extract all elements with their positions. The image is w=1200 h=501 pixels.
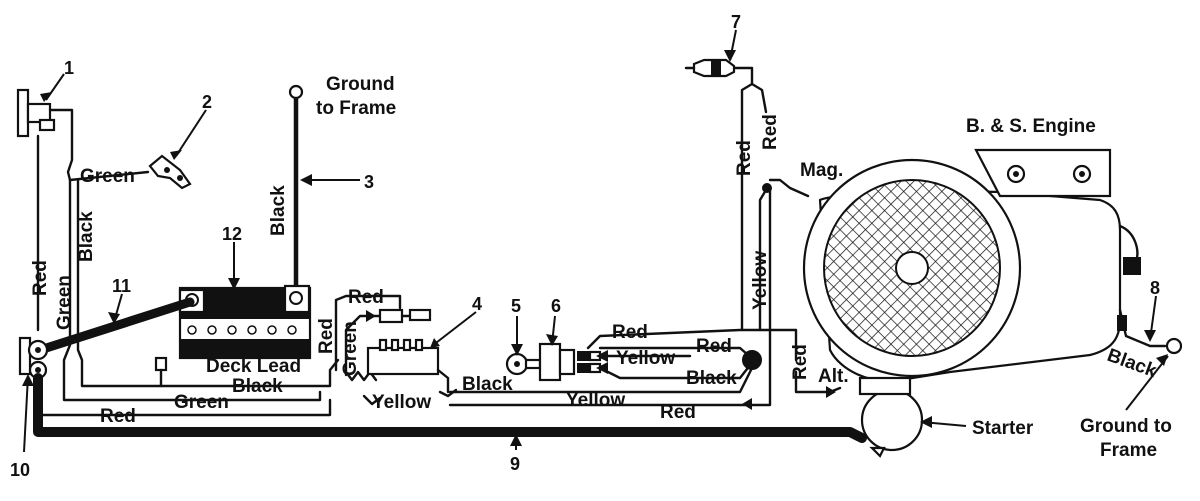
callout-7: 7 bbox=[731, 12, 741, 32]
wire-label-green-left: Green bbox=[54, 275, 75, 330]
callout-6: 6 bbox=[551, 296, 561, 316]
alt-label: Alt. bbox=[818, 366, 849, 387]
place-labels: Ground to Frame B. & S. Engine Mag. Alt.… bbox=[206, 74, 1172, 461]
wire-label-green-switch: Green bbox=[80, 166, 135, 187]
callout-8: 8 bbox=[1150, 278, 1160, 298]
wire-label-black-engine: Black bbox=[1104, 345, 1159, 382]
left-wiring bbox=[36, 108, 340, 417]
callout-12: 12 bbox=[222, 224, 242, 244]
wire-label-black-cable: Black bbox=[268, 185, 289, 236]
deck-lead-connector bbox=[154, 356, 168, 388]
wire-label-black-ignition: Black bbox=[686, 368, 737, 389]
arrowheads bbox=[22, 50, 1168, 446]
wire-label-red-ignition-top: Red bbox=[612, 322, 648, 343]
interlock-switch bbox=[148, 154, 192, 190]
wire-label-red-bottom: Red bbox=[100, 406, 136, 427]
callout-10: 10 bbox=[10, 460, 30, 480]
mag-label: Mag. bbox=[800, 160, 843, 181]
wire-label-yellow-mid: Yellow bbox=[372, 392, 431, 413]
engine-label: B. & S. Engine bbox=[966, 116, 1096, 137]
callout-3: 3 bbox=[364, 172, 374, 192]
callout-leaders bbox=[23, 29, 1169, 453]
positive-cable bbox=[35, 297, 195, 355]
wire-label-red-mag-2: Red bbox=[760, 114, 781, 150]
ground-to-frame-top-line1: Ground bbox=[326, 74, 395, 95]
ground-to-frame-right-line2: Frame bbox=[1100, 440, 1157, 461]
engine bbox=[802, 148, 1183, 383]
callout-1: 1 bbox=[64, 58, 74, 78]
wire-label-red-mag-1: Red bbox=[734, 140, 755, 176]
wire-label-black-left: Black bbox=[76, 211, 97, 262]
wire-label-yellow-mag: Yellow bbox=[750, 251, 771, 310]
wire-label-green-bottom: Green bbox=[174, 392, 229, 413]
callout-numbers: 1 2 3 4 5 6 7 8 9 10 11 12 bbox=[10, 12, 1160, 480]
wire-label-black-mid: Black bbox=[462, 374, 513, 395]
control-module bbox=[366, 338, 450, 394]
wire-label-red-left: Red bbox=[30, 260, 51, 296]
wire-label-red-long: Red bbox=[660, 402, 696, 423]
battery bbox=[178, 284, 312, 360]
callout-9: 9 bbox=[510, 454, 520, 474]
battery-ground-cable bbox=[288, 84, 304, 295]
wire-label-yellow-ignition: Yellow bbox=[616, 348, 675, 369]
callout-11: 11 bbox=[112, 276, 131, 296]
callout-2: 2 bbox=[202, 92, 212, 112]
wire-label-red-top: Red bbox=[348, 287, 384, 308]
starter-label: Starter bbox=[972, 418, 1034, 439]
wire-label-yellow-long: Yellow bbox=[566, 390, 625, 411]
ignition-wiring bbox=[362, 188, 842, 407]
ground-to-frame-top-line2: to Frame bbox=[316, 98, 396, 119]
wire-label-red-ignition-2: Red bbox=[696, 336, 732, 357]
ignition-key bbox=[505, 352, 542, 376]
deck-lead-label: Deck Lead bbox=[206, 356, 301, 377]
wire-label-green-vertical: Green bbox=[340, 321, 361, 376]
wire-label-red-vertical: Red bbox=[316, 318, 337, 354]
safety-switch bbox=[16, 88, 56, 138]
starter-cable bbox=[33, 373, 867, 443]
spark-plug-boot bbox=[684, 58, 736, 78]
callout-5: 5 bbox=[511, 296, 521, 316]
ground-to-frame-right-line1: Ground to bbox=[1080, 416, 1172, 437]
callout-4: 4 bbox=[472, 294, 482, 314]
starter-solenoid bbox=[18, 336, 49, 380]
wire-label-red-alt: Red bbox=[790, 344, 811, 380]
mag-wiring bbox=[728, 66, 810, 332]
ignition-switch bbox=[538, 342, 602, 382]
starter bbox=[858, 376, 924, 458]
wire-label-black-bottom: Black bbox=[232, 376, 283, 397]
